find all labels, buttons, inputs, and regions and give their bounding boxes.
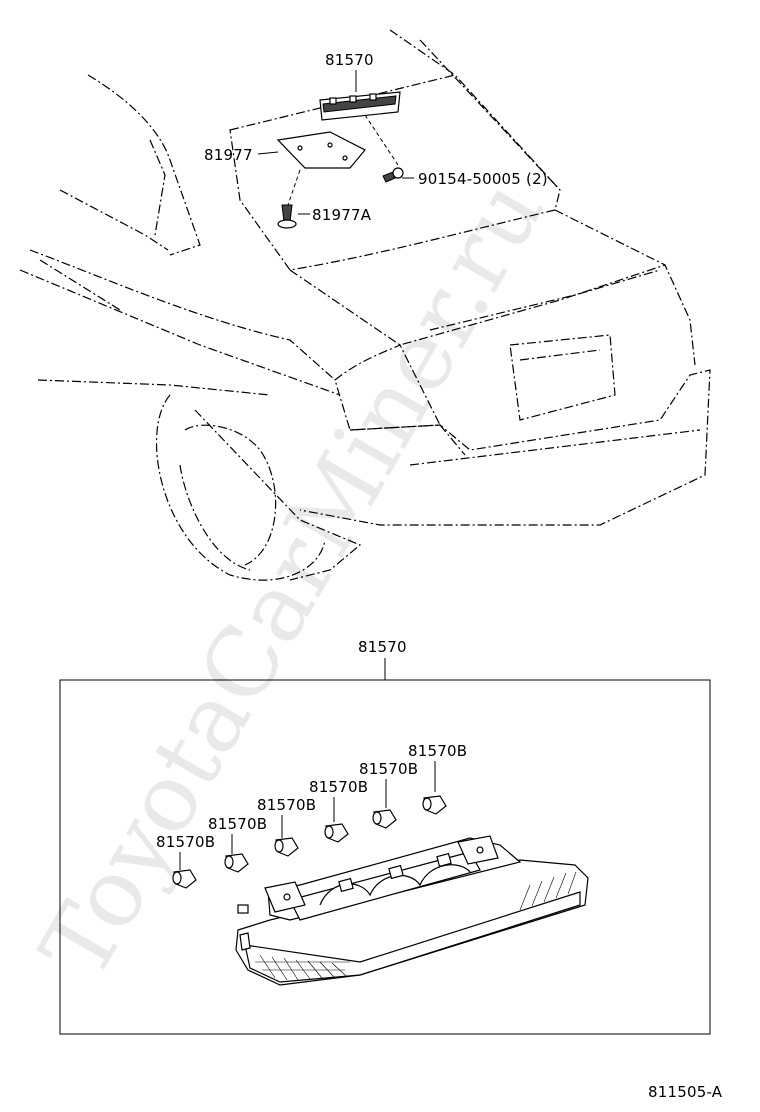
bulb-label: 81570B	[408, 742, 467, 760]
bulb-item: 81570B	[309, 778, 368, 843]
bulb-item: 81570B	[208, 815, 267, 873]
label-clip: 81977A	[312, 206, 372, 224]
bulb-label: 81570B	[309, 778, 368, 796]
bulb-label: 81570B	[257, 796, 316, 814]
bulb-label: 81570B	[156, 833, 215, 851]
label-lamp-assembly: 81570	[325, 51, 374, 69]
detail-title: 81570	[358, 638, 407, 656]
clip-part	[277, 204, 297, 229]
label-screw: 90154-50005 (2)	[418, 170, 548, 188]
bulb-label: 81570B	[359, 760, 418, 778]
detail-frame	[59, 679, 711, 1035]
bulb-item: 81570B	[257, 796, 316, 857]
label-cover: 81977	[204, 146, 253, 164]
bulb-item: 81570B	[156, 833, 215, 889]
stop-lamp-assembly-detail	[235, 835, 589, 986]
bulb-item: 81570B	[408, 742, 467, 815]
top-parts	[257, 70, 414, 229]
figure-code: 811505-A	[648, 1083, 723, 1101]
bulb-item: 81570B	[359, 760, 418, 829]
lens-hatch	[255, 871, 577, 981]
car-body-illustration	[19, 29, 711, 581]
bulb-label: 81570B	[208, 815, 267, 833]
cover-part	[276, 131, 366, 169]
screw-part	[382, 167, 404, 183]
stop-lamp-top-part	[319, 91, 401, 121]
bulb-group: 81570B 81570B 81570B 81570B 81570B	[156, 742, 467, 889]
